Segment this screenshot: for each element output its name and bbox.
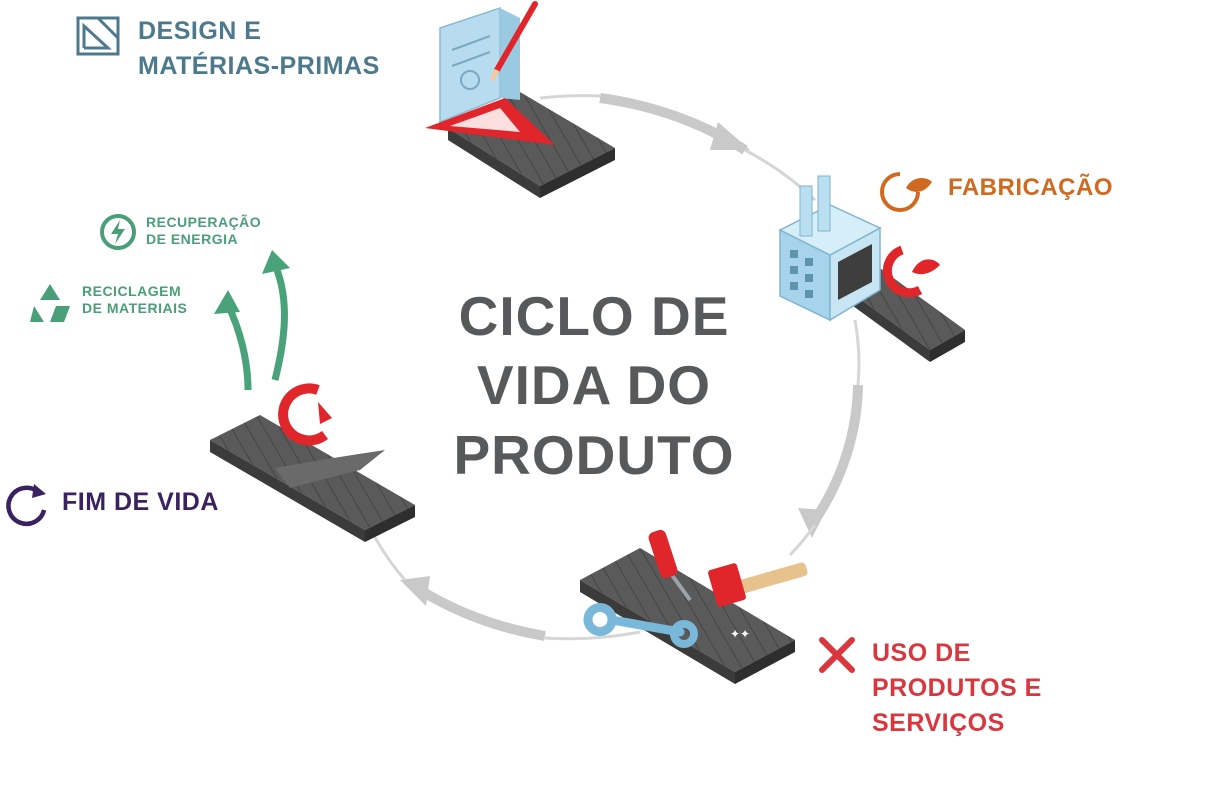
energy-label-line-2: DE ENERGIA — [146, 230, 239, 247]
blueprint-icon — [76, 16, 120, 56]
design-station — [425, 1, 615, 198]
ring-arrowhead-3 — [400, 576, 430, 606]
end-of-life-station — [210, 250, 415, 542]
manufacturing-station — [778, 175, 965, 362]
usage-label-line-1: USO DE — [872, 639, 971, 667]
usage-label-line-2: PRODUTOS E — [872, 674, 1042, 702]
stage-label-usage: USO DE PRODUTOS E SERVIÇOS — [872, 636, 1042, 741]
red-leaf-cycle-symbol — [882, 245, 923, 298]
screwdriver-blade — [670, 573, 692, 602]
tools-icon — [819, 637, 855, 673]
title-line-3: PRODUTO — [453, 423, 735, 486]
energy-icon — [100, 214, 136, 250]
screwdriver-handle — [648, 529, 678, 579]
blueprint-fold — [500, 8, 520, 100]
ring-arrowhead-2 — [798, 508, 826, 538]
recycling-label-line-1: RECICLAGEM — [82, 283, 182, 299]
green-arrow-recycling — [224, 303, 252, 391]
svg-text:✦✦: ✦✦ — [730, 627, 750, 641]
end-of-life-label-line-1: FIM DE VIDA — [62, 488, 219, 516]
ring-arc-top — [539, 94, 601, 100]
title-line-2: VIDA DO — [476, 354, 712, 417]
recycle-icon — [30, 284, 70, 322]
diagram-title: CICLO DE VIDA DO PRODUTO — [414, 282, 774, 490]
design-label-line-1: DESIGN E — [138, 17, 262, 45]
ring-arrow-manufacturing-to-usage — [810, 384, 863, 523]
chimney-1 — [799, 185, 813, 237]
design-belt-side — [448, 128, 540, 198]
wrench — [583, 603, 685, 637]
green-arrow-energy — [271, 263, 288, 381]
stage-label-design: DESIGN E MATÉRIAS-PRIMAS — [138, 14, 380, 84]
ring-arrow-usage-to-end-of-life — [417, 585, 546, 641]
recycling-label-line-2: DE MATERIAIS — [82, 299, 188, 316]
design-label-line-2: MATÉRIAS-PRIMAS — [138, 52, 380, 80]
ring-arrowhead-1 — [710, 122, 750, 150]
chimney-2 — [817, 175, 831, 232]
stage-label-end-of-life: FIM DE VIDA — [62, 487, 219, 517]
design-belt-side-right — [540, 148, 615, 198]
ring-arc-right — [853, 319, 861, 386]
hammer-handle — [730, 562, 808, 596]
cycle-icon — [6, 484, 47, 527]
stage-label-manufacturing: FABRICAÇÃO — [948, 174, 1113, 203]
ring-arc-right-bottom — [788, 524, 817, 557]
recovery-label-energy: RECUPERAÇÃO DE ENERGIA — [146, 214, 261, 248]
usage-label-line-3: SERVIÇOS — [872, 709, 1005, 737]
energy-label-line-1: RECUPERAÇÃO — [146, 214, 262, 230]
manufacturing-label-line-1: FABRICAÇÃO — [948, 174, 1113, 201]
pencil — [494, 1, 538, 73]
peeled-sheet — [275, 450, 385, 488]
hammer-head — [708, 563, 746, 607]
recovery-label-recycling: RECICLAGEM DE MATERIAIS — [82, 283, 187, 317]
title-line-1: CICLO DE — [458, 285, 730, 347]
ring-arc-bottom — [544, 630, 641, 641]
usage-belt-top — [580, 548, 795, 672]
usage-station: ✦✦ — [580, 529, 808, 684]
leaf-cycle-icon — [880, 172, 932, 212]
red-cycle-symbol — [278, 383, 329, 446]
ring-arc-left-bottom — [370, 531, 407, 581]
